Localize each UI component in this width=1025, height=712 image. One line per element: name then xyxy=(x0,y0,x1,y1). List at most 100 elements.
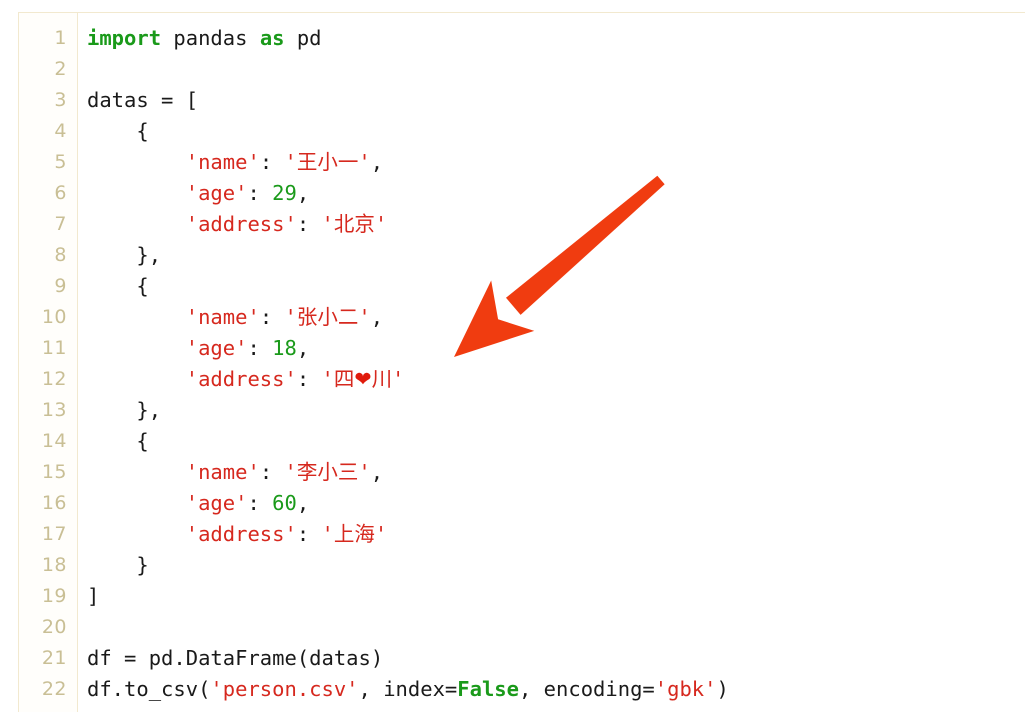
code-token: datas = [ xyxy=(87,88,199,112)
line-number: 11 xyxy=(41,337,67,359)
code-token: { xyxy=(87,274,149,298)
code-line[interactable]: 5 'name': '王小一', xyxy=(19,147,1025,178)
line-number: 14 xyxy=(41,430,67,452)
code-token: 'age' xyxy=(185,336,248,360)
code-token: , xyxy=(296,491,310,515)
code-line[interactable]: 4 { xyxy=(19,116,1025,147)
code-line[interactable]: 3 datas = [ xyxy=(19,85,1025,116)
code-token: : xyxy=(296,522,322,546)
code-line[interactable]: 9 { xyxy=(19,271,1025,302)
code-token: '北京' xyxy=(321,212,388,236)
code-line-text: df = pd.DataFrame(datas) xyxy=(87,643,383,674)
code-line-text: 'address': '上海' xyxy=(87,519,387,550)
code-token xyxy=(87,367,186,391)
code-token: '四 xyxy=(321,367,355,391)
code-line-text: }, xyxy=(87,240,161,271)
line-number: 5 xyxy=(54,151,67,173)
code-line-text: 'address': '北京' xyxy=(87,209,387,240)
code-line[interactable]: 17 'address': '上海' xyxy=(19,519,1025,550)
line-number: 21 xyxy=(41,647,67,669)
code-line[interactable]: 6 'age': 29, xyxy=(19,178,1025,209)
code-line[interactable]: 10 'name': '张小二', xyxy=(19,302,1025,333)
code-token: as xyxy=(259,26,285,50)
code-token: 'gbk' xyxy=(654,677,717,701)
code-token xyxy=(87,336,186,360)
code-token: 'age' xyxy=(185,181,248,205)
code-line[interactable]: 15 'name': '李小三', xyxy=(19,457,1025,488)
line-number: 3 xyxy=(54,89,67,111)
code-line-text: 'name': '张小二', xyxy=(87,302,383,333)
code-line-text: 'age': 29, xyxy=(87,178,309,209)
code-line[interactable]: 14 { xyxy=(19,426,1025,457)
code-token: { xyxy=(87,429,149,453)
line-number-gutter xyxy=(19,13,78,712)
line-number: 4 xyxy=(54,120,67,142)
code-line[interactable]: 18 } xyxy=(19,550,1025,581)
code-token: }, xyxy=(87,398,162,422)
code-line[interactable]: 12 'address': '四❤川' xyxy=(19,364,1025,395)
code-token: 川' xyxy=(371,367,405,391)
code-token: ❤ xyxy=(354,367,372,391)
code-line[interactable]: 11 'age': 18, xyxy=(19,333,1025,364)
code-line[interactable]: 16 'age': 60, xyxy=(19,488,1025,519)
line-number: 20 xyxy=(41,616,67,638)
code-line-text: { xyxy=(87,426,149,457)
code-token xyxy=(87,212,186,236)
code-line[interactable]: 22 df.to_csv('person.csv', index=False, e… xyxy=(19,674,1025,705)
code-line-text: { xyxy=(87,116,148,147)
code-line-text: }, xyxy=(87,395,161,426)
code-token: , index= xyxy=(358,677,458,701)
code-token: 'person.csv' xyxy=(210,677,359,701)
line-number: 7 xyxy=(54,213,67,235)
line-number: 15 xyxy=(41,461,67,483)
code-token: : xyxy=(247,181,273,205)
code-token xyxy=(87,491,186,515)
code-token: : xyxy=(247,336,273,360)
code-token: 'age' xyxy=(185,491,248,515)
code-line-text: ] xyxy=(87,581,99,612)
code-token: : xyxy=(259,150,285,174)
code-token: }, xyxy=(87,243,162,267)
code-line[interactable]: 21 df = pd.DataFrame(datas) xyxy=(19,643,1025,674)
code-token: df = pd.DataFrame(datas) xyxy=(87,646,384,670)
code-token: 'name' xyxy=(185,460,260,484)
line-number: 18 xyxy=(41,554,67,576)
code-token: '张小二' xyxy=(284,305,371,329)
code-line[interactable]: 19] xyxy=(19,581,1025,612)
code-token: : xyxy=(259,460,285,484)
code-token xyxy=(87,305,186,329)
code-line[interactable]: 2 xyxy=(19,54,1025,85)
code-line-text: import pandas as pd xyxy=(87,23,322,54)
code-token: 29 xyxy=(272,181,297,205)
code-token: : xyxy=(259,305,285,329)
code-token: , xyxy=(296,336,310,360)
code-token: , xyxy=(296,181,310,205)
line-number: 10 xyxy=(41,306,67,328)
code-line-text: } xyxy=(87,550,149,581)
code-line[interactable]: 20 xyxy=(19,612,1025,643)
code-line-text: 'age': 60, xyxy=(87,488,309,519)
line-number: 2 xyxy=(54,58,67,80)
code-line[interactable]: 7 'address': '北京' xyxy=(19,209,1025,240)
code-token: : xyxy=(296,367,322,391)
line-number: 6 xyxy=(54,182,67,204)
line-number: 22 xyxy=(41,678,67,700)
code-line-text: df.to_csv('person.csv', index=False, enc… xyxy=(87,674,729,705)
code-token: , xyxy=(370,150,384,174)
code-token: } xyxy=(87,553,149,577)
code-token: False xyxy=(457,677,519,701)
code-line[interactable]: 13 }, xyxy=(19,395,1025,426)
code-token: '上海' xyxy=(321,522,388,546)
code-token: df.to_csv( xyxy=(87,677,211,701)
code-token: import xyxy=(87,26,162,50)
line-number: 17 xyxy=(41,523,67,545)
code-line[interactable]: 8 }, xyxy=(19,240,1025,271)
code-line-text: 'address': '四❤川' xyxy=(87,364,405,395)
line-number: 8 xyxy=(54,244,67,266)
code-line-text: { xyxy=(87,271,149,302)
code-token: ] xyxy=(87,584,100,608)
code-token: : xyxy=(247,491,273,515)
code-token: 'name' xyxy=(185,305,260,329)
